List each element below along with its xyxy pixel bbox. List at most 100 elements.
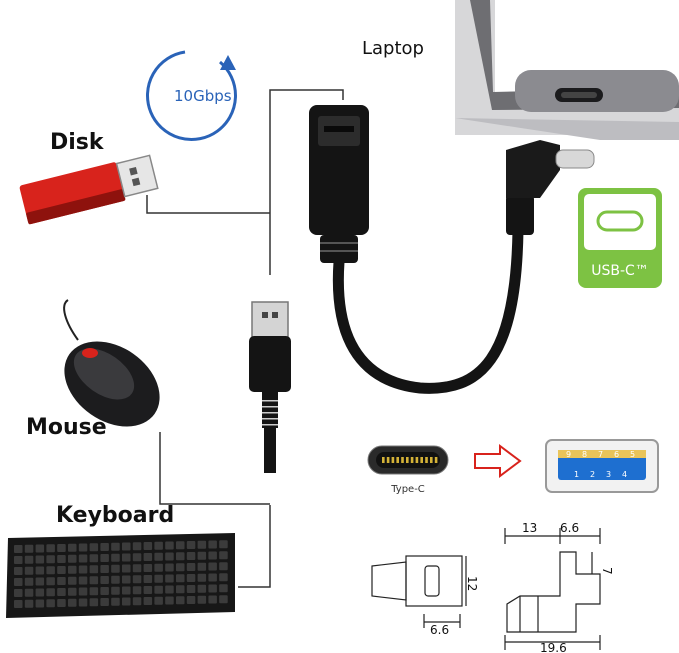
dimension-drawings (371, 528, 601, 650)
typec-pin (434, 457, 438, 463)
keyboard-key (24, 599, 34, 608)
keyboard-key (111, 564, 120, 573)
dim-7: 7 (600, 567, 614, 575)
keyboard-key (122, 575, 131, 584)
dim-13: 13 (522, 521, 537, 535)
typec-pin (425, 457, 428, 463)
typec-pin (382, 457, 385, 463)
typec-pin (406, 457, 409, 463)
keyboard-key (78, 576, 88, 585)
keyboard-key (14, 578, 23, 586)
keyboard-key (57, 566, 66, 574)
keyboard-key (24, 544, 34, 553)
keyboard-key (143, 542, 153, 550)
keyboard-key (154, 574, 163, 583)
keyboard-key (143, 564, 153, 572)
keyboard-key (57, 588, 66, 596)
keyboard-key (122, 564, 131, 573)
keyboard-key (176, 552, 185, 561)
keyboard-key (132, 597, 142, 606)
keyboard-key (111, 553, 120, 562)
keyboard-key (208, 584, 217, 593)
dim-66-bottom: 6.6 (430, 623, 449, 637)
connector-lines (146, 89, 344, 588)
keyboard-key (132, 575, 142, 584)
keyboard-key (208, 562, 217, 571)
keyboard-key (68, 587, 77, 596)
pin-number: 7 (598, 450, 603, 459)
keyboard-key (165, 574, 174, 583)
keyboard-key (165, 541, 174, 550)
keyboard-key (176, 574, 185, 583)
keyboard-key (14, 589, 23, 597)
keyboard-key (24, 555, 34, 564)
pin-number: 4 (622, 470, 627, 479)
keyboard-key (219, 573, 228, 582)
keyboard-key (100, 598, 109, 606)
keyboard-key (122, 597, 131, 606)
keyboard-key (68, 554, 77, 563)
keyboard-key (68, 576, 77, 585)
keyboard-key (143, 553, 153, 561)
keyboard-key (176, 563, 185, 572)
keyboard-key (57, 577, 66, 585)
mouse-label: Mouse (26, 415, 107, 440)
mouse-image (63, 299, 160, 427)
keyboard-key (176, 596, 185, 605)
keyboard-key (46, 555, 55, 564)
keyboard-key (176, 585, 185, 594)
keyboard-key (165, 585, 174, 594)
typec-pin (410, 457, 414, 463)
keyboard-key (186, 585, 196, 593)
keyboard-key (78, 543, 88, 552)
keyboard-key (57, 555, 66, 563)
usb-a-cable (249, 301, 291, 473)
keyboard-key (24, 566, 34, 575)
keyboard-key (208, 595, 217, 604)
usb-extension-cable (309, 105, 595, 394)
keyboard-key (46, 599, 55, 608)
keyboard-key (24, 577, 34, 586)
disk-label: Disk (50, 130, 104, 155)
keyboard-key (35, 555, 45, 564)
keyboard-key (186, 552, 196, 560)
typec-pin (401, 457, 404, 463)
typec-pin (386, 457, 390, 463)
keyboard-key (78, 587, 88, 596)
disk-line (146, 195, 270, 214)
pin-number: 1 (574, 470, 579, 479)
pin-number: 3 (606, 470, 611, 479)
keyboard-key (132, 553, 142, 562)
keyboard-key (111, 586, 120, 595)
keyboard-key (78, 565, 88, 574)
typec-pin (396, 457, 399, 463)
keyboard-key (35, 544, 45, 553)
keyboard-key (154, 552, 163, 561)
keyboard-key (111, 542, 120, 551)
keyboard-key (122, 553, 131, 562)
keyboard-key (78, 598, 88, 607)
laptop-line (269, 89, 344, 275)
keyboard-key (57, 544, 66, 552)
keyboard-key (176, 541, 185, 550)
typec-pin (420, 457, 423, 463)
pin-number: 5 (630, 450, 635, 459)
typec-caption: Type-C (390, 484, 425, 495)
keyboard-image (6, 533, 235, 618)
keyboard-key (68, 598, 77, 607)
keyboard-key (186, 596, 196, 604)
keyboard-key (154, 585, 163, 594)
dimension-labels: 13 6.6 7 12 6.6 19.6 (430, 521, 614, 653)
keyboard-key (100, 587, 109, 595)
dim-66-top: 6.6 (560, 521, 579, 535)
speed-label: 10Gbps (174, 87, 232, 105)
keyboard-key (89, 543, 99, 552)
keyboard-key (143, 575, 153, 583)
keyboard-key (14, 600, 23, 608)
dim-12: 12 (465, 576, 479, 591)
keyboard-key (100, 576, 109, 584)
keyboard-key (197, 595, 207, 604)
typec-port-icon (367, 445, 449, 475)
